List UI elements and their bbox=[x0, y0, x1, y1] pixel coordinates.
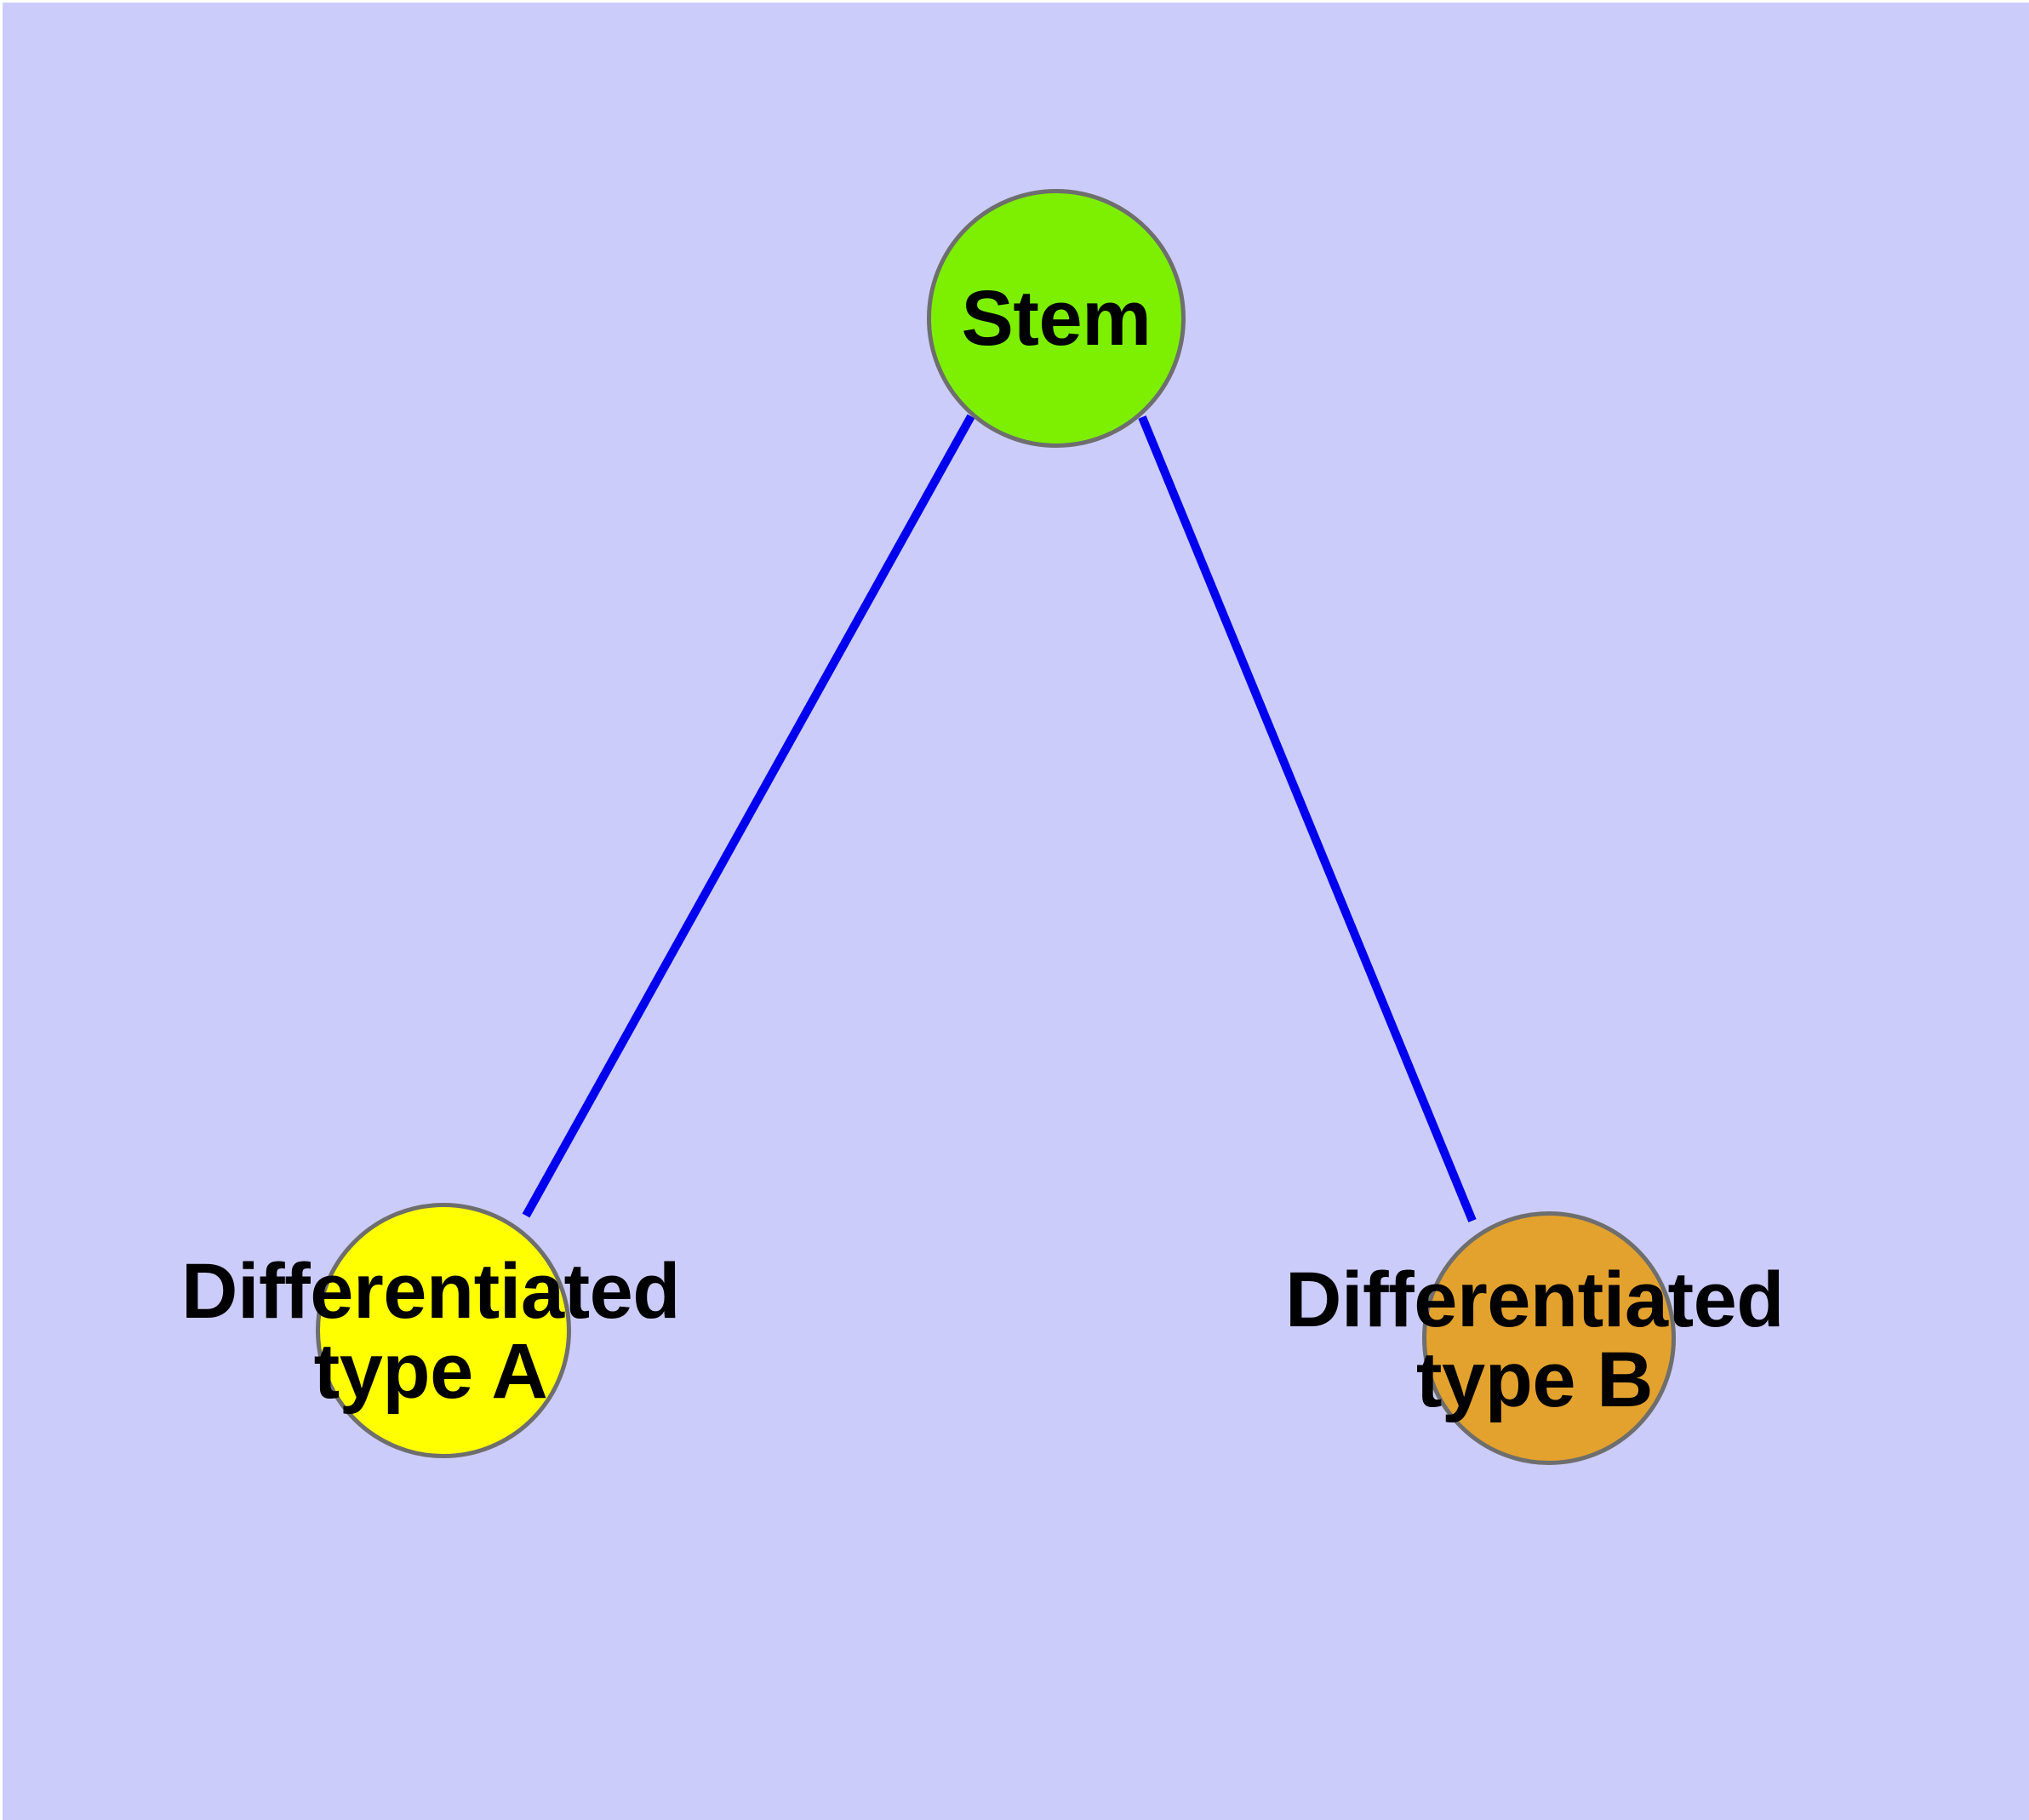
node-differentiated-type-b[interactable] bbox=[1422, 1211, 1676, 1465]
edge-stem-to-diff-b bbox=[1138, 415, 1477, 1222]
node-differentiated-type-a[interactable] bbox=[316, 1203, 571, 1458]
node-differentiated-type-a-label: Differentiated type A bbox=[181, 1248, 680, 1415]
node-stem[interactable] bbox=[927, 189, 1186, 448]
node-differentiated-type-b-label: Differentiated type B bbox=[1285, 1256, 1784, 1423]
node-stem-label: Stem bbox=[961, 275, 1152, 362]
edge-stem-to-diff-a bbox=[522, 414, 975, 1218]
